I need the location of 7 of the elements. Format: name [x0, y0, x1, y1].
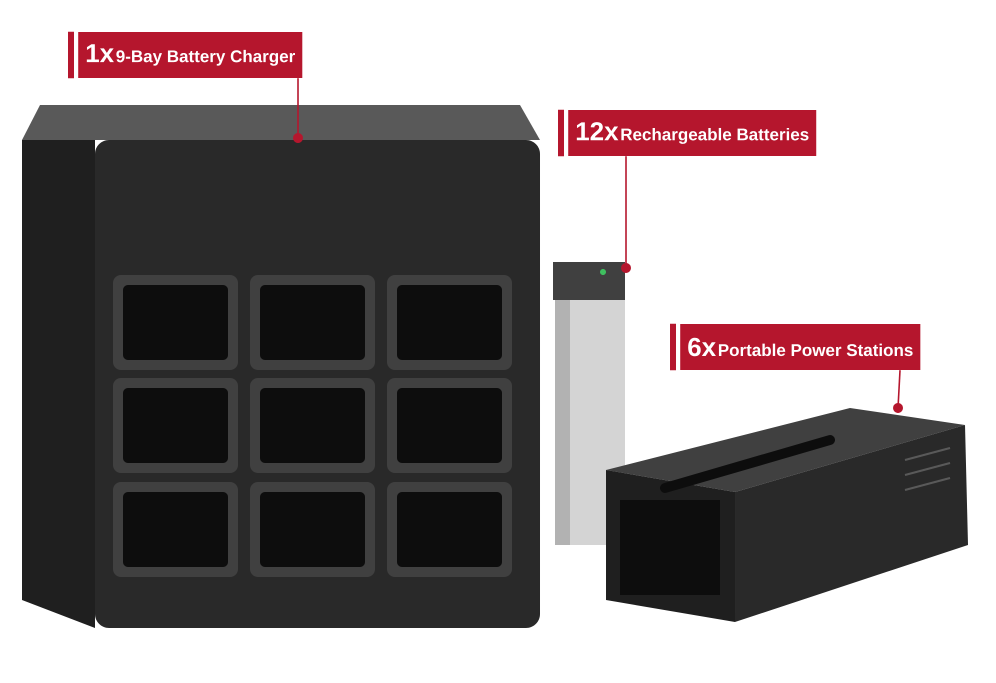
charger-drawing: [22, 105, 540, 628]
leader-line: [293, 78, 303, 143]
battery-drawing: [553, 262, 625, 545]
label-tag: 6xPortable Power Stations: [670, 324, 920, 370]
leader-line: [893, 370, 903, 413]
leader-line: [621, 156, 631, 273]
power-station-drawing: [606, 408, 968, 622]
